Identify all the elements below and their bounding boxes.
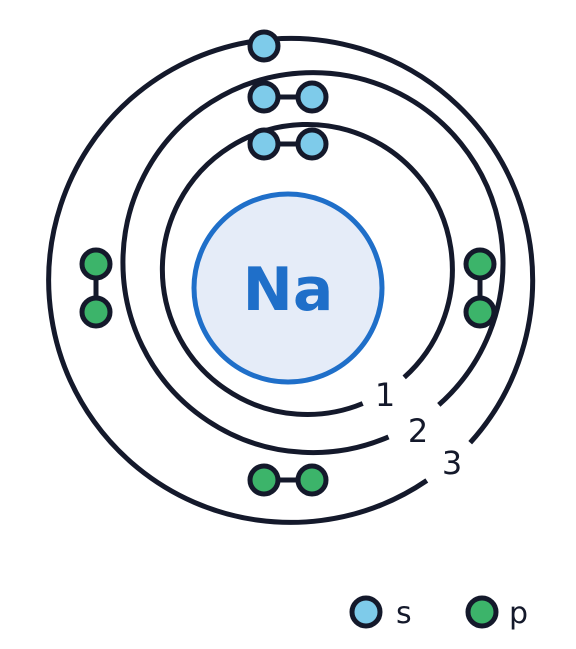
legend: s p (349, 595, 528, 631)
electron-2p-left-a (79, 247, 113, 281)
shell-labels: 1 2 3 (375, 376, 462, 482)
legend-p-swatch (465, 595, 499, 629)
shell-ring-2 (120, 70, 506, 456)
shell-1-electrons (247, 127, 329, 161)
shell-label-2: 2 (408, 412, 428, 450)
electron-3s (247, 29, 281, 63)
legend-s-swatch (349, 595, 383, 629)
electron-2s-b (295, 80, 329, 114)
electron-1s-a (247, 127, 281, 161)
nucleus: Na (191, 191, 385, 385)
electron-2p-left-b (79, 295, 113, 329)
shell-ring-1 (159, 121, 455, 417)
shell-ring-3 (46, 35, 536, 525)
shell-3-electrons (247, 29, 281, 63)
shell-label-1: 1 (375, 376, 395, 414)
electron-2p-bottom-a (247, 463, 281, 497)
legend-p-label: p (509, 596, 528, 631)
electron-2p-bottom-b (295, 463, 329, 497)
nucleus-circle (191, 191, 385, 385)
electron-2p-right-a (463, 247, 497, 281)
element-symbol: Na (243, 255, 334, 325)
legend-s-label: s (396, 596, 412, 631)
shell-rings (46, 35, 536, 525)
shell-label-3: 3 (442, 444, 462, 482)
electron-2p-right-b (463, 295, 497, 329)
shell-2-electrons (79, 80, 497, 497)
electron-1s-b (295, 127, 329, 161)
electron-2s-a (247, 80, 281, 114)
